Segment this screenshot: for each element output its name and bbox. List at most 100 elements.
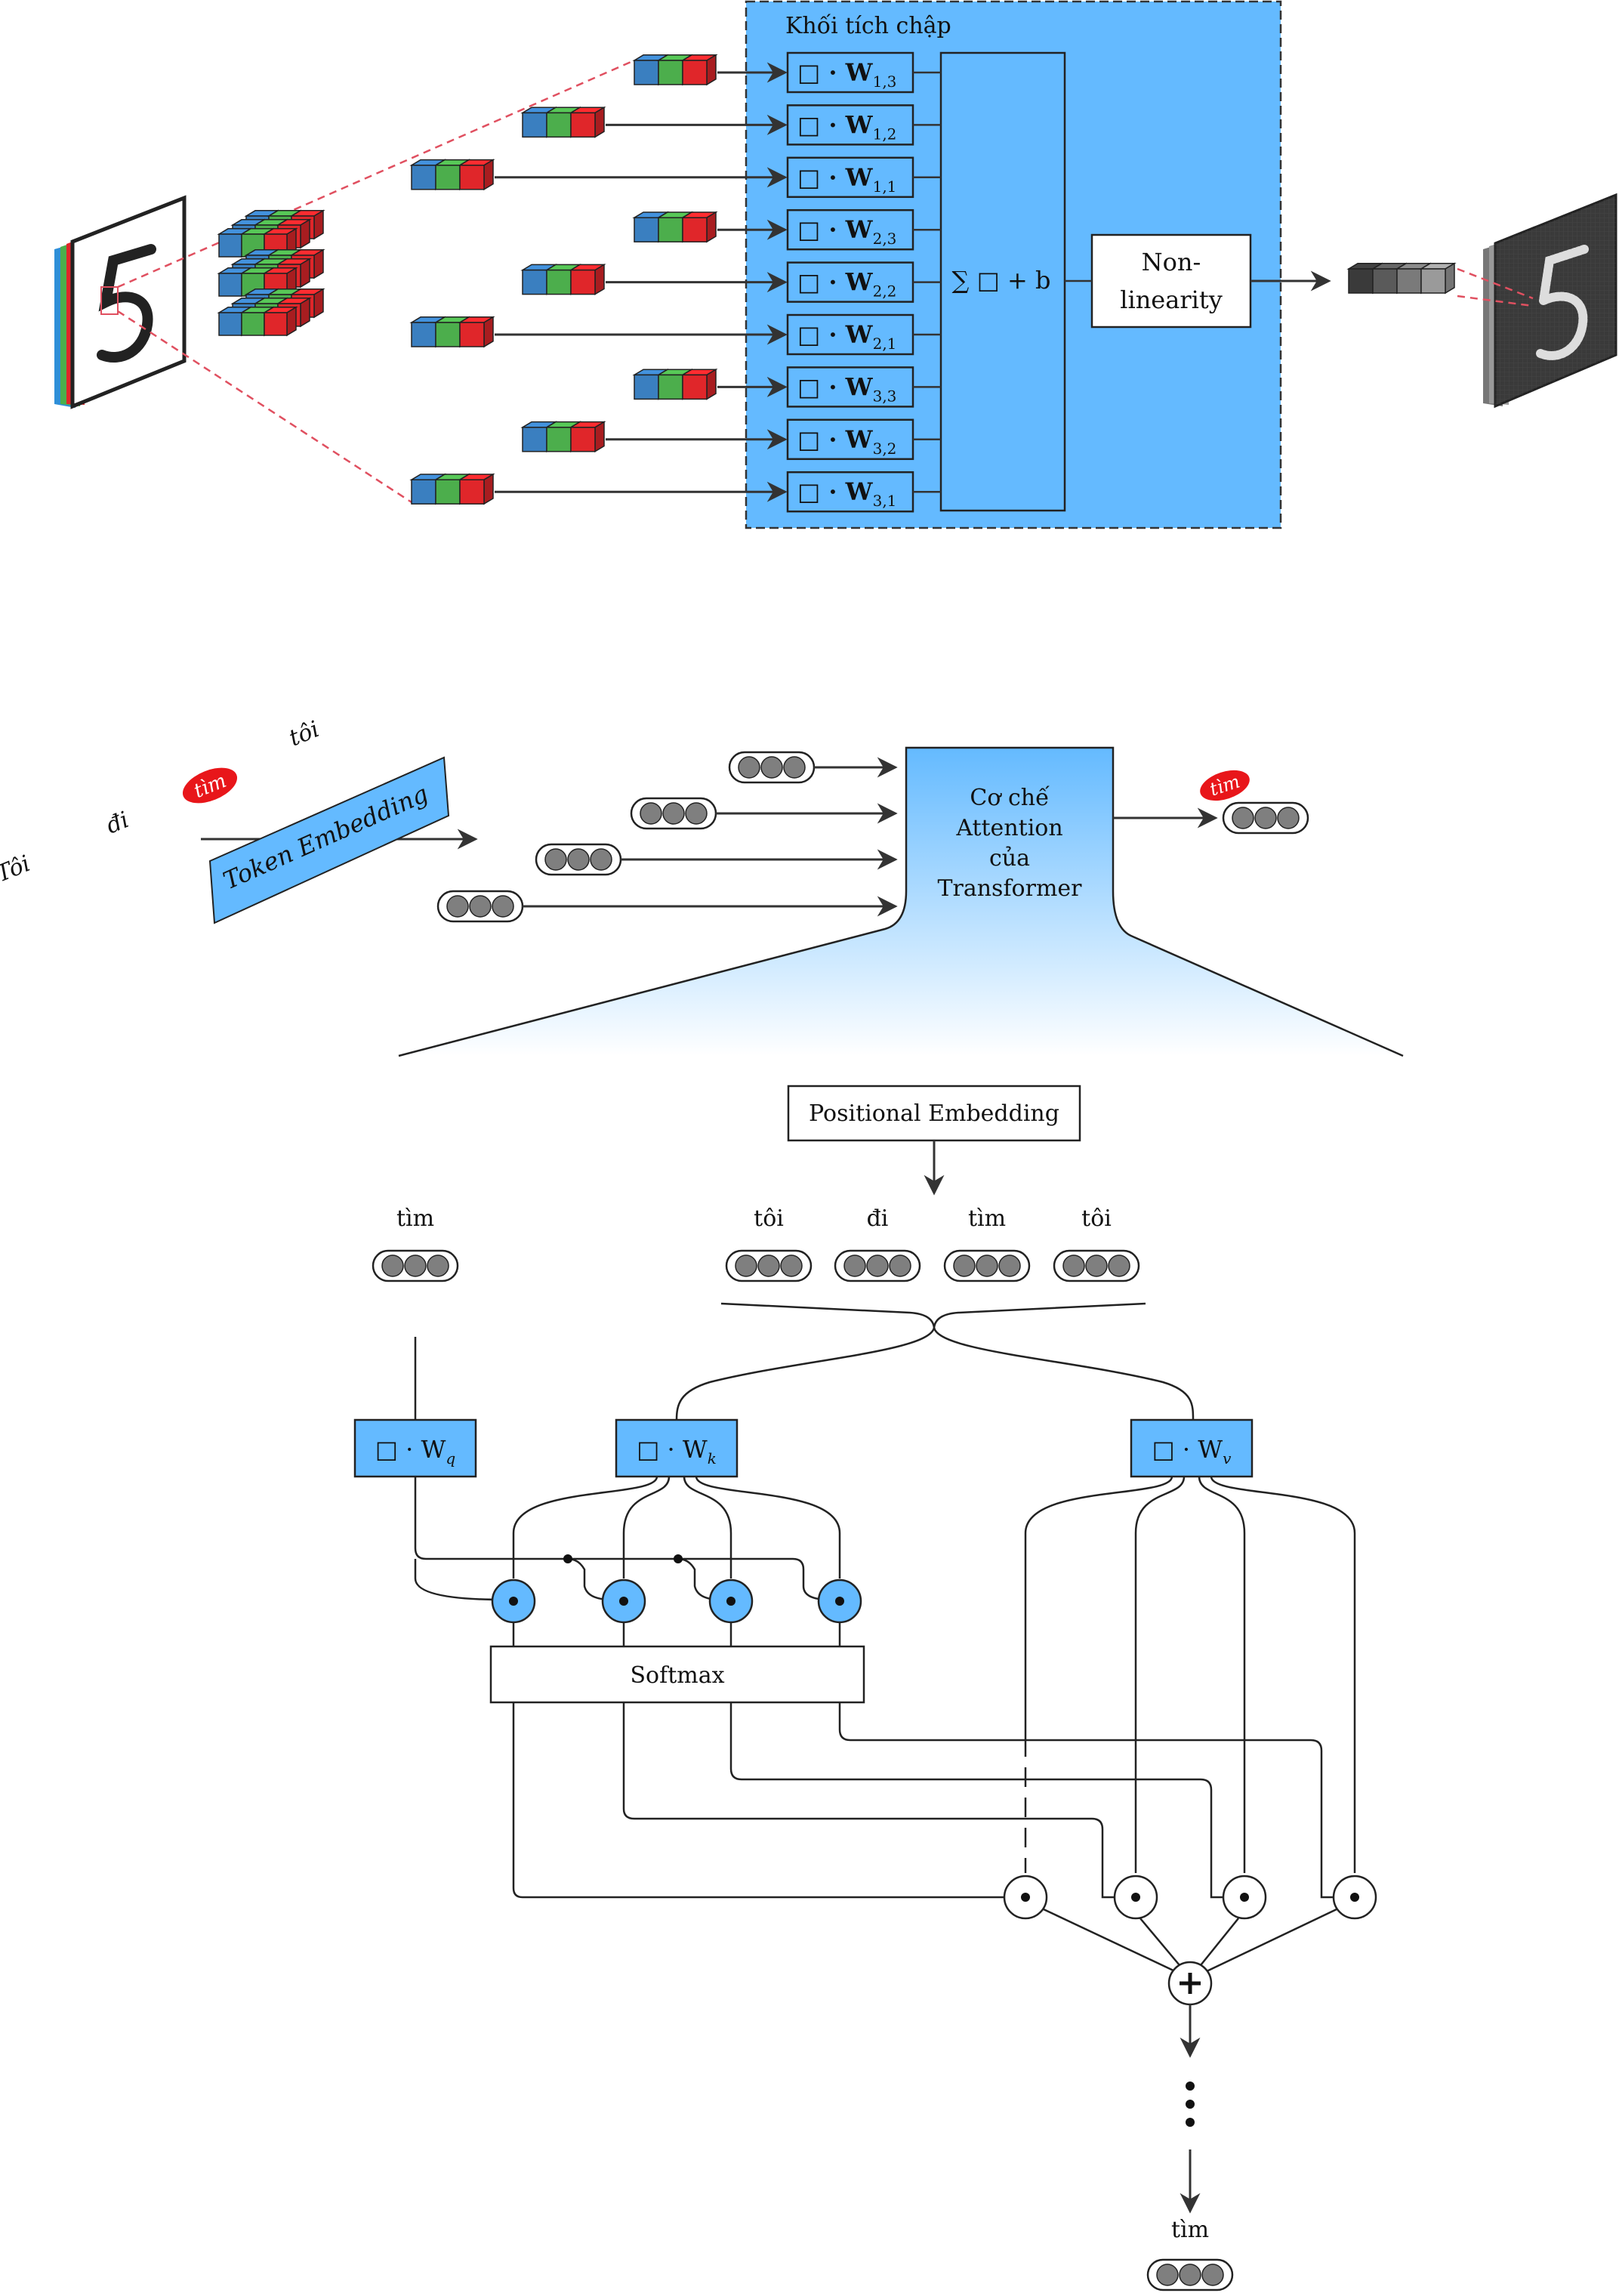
convolution-block-title: Khối tích chập bbox=[785, 13, 951, 39]
value-weighting-4 bbox=[1332, 1875, 1377, 1920]
key-token-4 bbox=[1053, 1249, 1140, 1282]
word-toi-2: tôi bbox=[285, 716, 323, 751]
softmax-label: Softmax bbox=[630, 1662, 724, 1689]
weight-label-7: □ · W3,3 bbox=[797, 372, 896, 405]
weight-label-4: □ · W2,3 bbox=[797, 215, 896, 248]
output-cube-4 bbox=[1419, 262, 1457, 295]
sum-circle bbox=[1167, 1961, 1213, 2006]
dot-to-softmax-lines bbox=[512, 1622, 841, 1646]
wq-label-base: □ · W bbox=[375, 1435, 446, 1464]
cube-red bbox=[458, 159, 495, 191]
patch-vector-4 bbox=[632, 211, 718, 243]
key-word-label-4: tôi bbox=[1081, 1205, 1112, 1232]
weight-row-1: □ · W1,3 bbox=[632, 51, 941, 94]
key-dot-product-4 bbox=[817, 1578, 862, 1624]
receptive-field-lines bbox=[117, 59, 635, 504]
weight-row-2: □ · W1,2 bbox=[520, 104, 941, 146]
output-feature-map bbox=[1483, 193, 1617, 409]
wq-box bbox=[353, 1418, 477, 1478]
weight-row-4: □ · W2,3 bbox=[632, 208, 941, 251]
patch-vector-7 bbox=[632, 368, 718, 400]
wk-label: □ · Wk bbox=[637, 1435, 717, 1467]
wv-fanout bbox=[1024, 1476, 1356, 1873]
wk-fanout bbox=[512, 1476, 841, 1578]
query-word-label: tìm bbox=[396, 1205, 434, 1232]
softmax-output-wires bbox=[512, 1702, 1334, 1899]
weight-label-3: □ · W1,1 bbox=[797, 163, 896, 196]
tim-highlight-ellipse bbox=[182, 767, 238, 804]
token-embedding-slab bbox=[208, 756, 450, 924]
receptive-field-box bbox=[100, 286, 119, 315]
attention-output-token bbox=[1222, 801, 1309, 835]
weight-row-8: □ · W3,2 bbox=[520, 418, 941, 461]
key-dot-product-2 bbox=[601, 1578, 646, 1624]
output-projection-lines bbox=[1457, 267, 1534, 307]
weight-row-6: □ · W2,1 bbox=[409, 313, 941, 356]
attention-label-line4: Transformer bbox=[937, 875, 1082, 902]
key-word-label-3: tìm bbox=[968, 1205, 1006, 1232]
weight-row-7: □ · W3,3 bbox=[632, 366, 941, 408]
final-token bbox=[1146, 2258, 1234, 2291]
query-wire bbox=[414, 1477, 830, 1601]
final-word-label: tìm bbox=[1171, 2217, 1209, 2243]
transformer-section: Tôi đi tìm tôi Token Embedding Cơ chế At… bbox=[0, 716, 1404, 1057]
wv-label-sub: v bbox=[1223, 1449, 1232, 1467]
weight-row-9: □ · W3,1 bbox=[409, 471, 941, 513]
weight-box-5 bbox=[786, 261, 914, 303]
query-token bbox=[372, 1249, 459, 1282]
key-dot-products bbox=[491, 1578, 862, 1624]
query-token-vector bbox=[372, 1249, 459, 1282]
sum-label: ∑ □ + b bbox=[952, 266, 1051, 295]
value-weighting-3 bbox=[1222, 1875, 1267, 1920]
output-digit-five-glyph bbox=[1536, 245, 1589, 360]
output-highlight-ellipse bbox=[1200, 770, 1250, 801]
cube-red bbox=[569, 421, 606, 453]
input-image bbox=[54, 195, 187, 409]
word-tim-highlight: tìm bbox=[182, 767, 238, 804]
digit-five-glyph bbox=[97, 244, 156, 363]
patch-vector-2 bbox=[520, 106, 606, 138]
key-token-3 bbox=[943, 1249, 1031, 1282]
key-word-label-2: đi bbox=[867, 1205, 889, 1232]
weight-box-7 bbox=[786, 366, 914, 408]
weight-box-4 bbox=[786, 208, 914, 251]
volume-row-3-layer-1 bbox=[217, 306, 298, 337]
key-word-label-1: tôi bbox=[754, 1205, 784, 1232]
softmax-box bbox=[489, 1645, 865, 1704]
key-token-1 bbox=[725, 1249, 813, 1282]
wq-label-sub: q bbox=[446, 1449, 455, 1467]
wk-label-sub: k bbox=[708, 1449, 717, 1467]
cube-red bbox=[680, 54, 718, 86]
attention-label-line1: Cơ chế bbox=[970, 785, 1050, 811]
attention-label-line3: của bbox=[989, 845, 1030, 872]
volume-cube-red bbox=[262, 306, 298, 337]
key-token-2 bbox=[834, 1249, 921, 1282]
weight-box-9 bbox=[786, 471, 914, 513]
weight-label-5: □ · W2,2 bbox=[797, 268, 896, 301]
key-tokens-brace bbox=[720, 1302, 1146, 1329]
attention-label: Cơ chế Attention của Transformer bbox=[937, 785, 1082, 902]
attention-input-token-1 bbox=[728, 751, 816, 784]
key-tokens bbox=[725, 1249, 1140, 1282]
wk-label-base: □ · W bbox=[637, 1435, 708, 1464]
attention-output-vector bbox=[1222, 801, 1309, 835]
wq-label: □ · Wq bbox=[375, 1435, 455, 1467]
attention-label-line2: Attention bbox=[955, 815, 1062, 841]
weight-box-1 bbox=[786, 51, 914, 94]
weight-box-6 bbox=[786, 313, 914, 356]
attention-inputs bbox=[436, 751, 898, 923]
weight-box-3 bbox=[786, 156, 914, 199]
word-di: đi bbox=[103, 807, 133, 839]
patch-vector-1 bbox=[632, 54, 718, 86]
value-weighting-2 bbox=[1113, 1875, 1158, 1920]
input-volume-cubes bbox=[217, 209, 325, 337]
key-dot-product-1 bbox=[491, 1578, 536, 1624]
cube-red bbox=[680, 368, 718, 400]
weight-row-3: □ · W1,1 bbox=[409, 156, 941, 199]
positional-embedding-box bbox=[787, 1085, 1081, 1142]
cube-red bbox=[569, 106, 606, 138]
output-word-highlight: tìm bbox=[1200, 770, 1250, 801]
weight-label-9: □ · W3,1 bbox=[797, 477, 896, 510]
